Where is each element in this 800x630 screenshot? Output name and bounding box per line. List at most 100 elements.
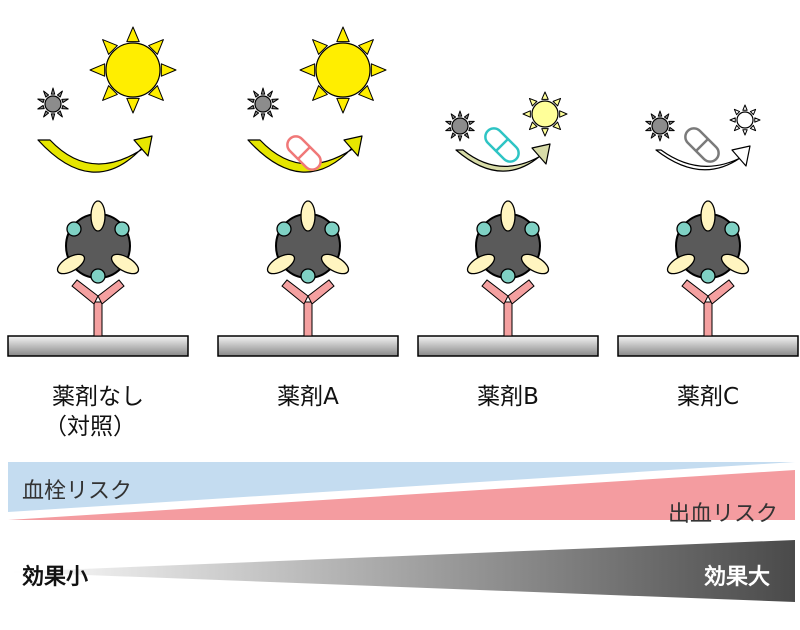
sun-ray	[56, 90, 63, 98]
big-sun-icon	[89, 26, 177, 114]
bleeding-risk-bar	[8, 470, 795, 520]
sun-ray	[742, 104, 748, 111]
sun-ray	[312, 85, 328, 101]
sun-ray	[663, 132, 670, 139]
sun-ray	[733, 124, 741, 132]
sun-ray	[657, 110, 663, 117]
sun-ray	[50, 87, 56, 95]
receptor-arm-left	[281, 279, 309, 305]
panel-b: 薬剤B	[417, 91, 599, 410]
platelet-cell	[56, 200, 140, 284]
panel-label: 薬剤A	[277, 384, 339, 410]
platelet-cell	[266, 200, 350, 284]
sun-ray	[522, 110, 531, 118]
platelet-cell	[666, 200, 750, 284]
sun-ray	[89, 63, 106, 77]
receptor	[71, 279, 125, 337]
receptor-stem	[93, 301, 103, 337]
receptor	[281, 279, 335, 337]
panel-none: 薬剤なし（対照）	[7, 26, 189, 440]
sun-ray	[336, 97, 350, 114]
sun-ray	[754, 117, 761, 123]
sun-ray	[650, 113, 657, 120]
receptor-stem	[303, 301, 313, 337]
receptor-arm-left	[71, 279, 99, 305]
sun-ray	[299, 63, 316, 77]
sun-ray	[160, 63, 177, 77]
sun-ray	[645, 120, 652, 126]
sun-ray	[463, 132, 470, 139]
sun-ray	[37, 104, 45, 110]
cell-bead	[114, 221, 130, 237]
receptor-arm-left	[481, 279, 509, 305]
receptor-arm-right	[707, 279, 735, 305]
sun-ray	[668, 120, 675, 126]
sun-ray	[253, 110, 260, 118]
sun-ray	[61, 104, 69, 110]
cell-bead	[500, 268, 516, 284]
cell-membrane	[217, 335, 399, 357]
sun-core	[44, 95, 62, 113]
pill-icon	[684, 127, 720, 163]
sun-ray	[749, 108, 757, 116]
sun-ray	[457, 110, 463, 117]
sun-core	[531, 100, 559, 128]
sun-ray	[463, 113, 470, 120]
sun-ray	[43, 90, 50, 98]
cell-granule	[266, 253, 296, 275]
sun-ray	[271, 104, 279, 110]
sun-ray	[102, 39, 118, 55]
sun-ray	[56, 110, 63, 118]
big-sun-icon	[729, 104, 761, 136]
receptor-stem	[703, 301, 713, 337]
activation-arrow	[37, 135, 153, 173]
sun-ray	[733, 108, 741, 116]
sun-ray	[450, 113, 457, 120]
sun-ray	[148, 85, 164, 101]
platelet-cell	[466, 200, 550, 284]
effect-small-label: 効果小	[22, 564, 88, 590]
sun-ray	[468, 120, 475, 126]
sun-ray	[260, 87, 266, 95]
risk-bars: 血栓リスク 出血リスク	[8, 462, 795, 527]
sun-ray	[559, 110, 568, 118]
cell-granule	[110, 253, 140, 275]
thrombosis-risk-bar	[8, 462, 795, 512]
panel-label: 薬剤C	[677, 384, 739, 410]
small-star-icon	[37, 87, 69, 121]
sun-ray	[61, 98, 69, 104]
activation-arrow	[655, 145, 751, 171]
receptor-arm-left	[681, 279, 709, 305]
sun-ray	[271, 98, 279, 104]
arrowhead	[731, 145, 751, 167]
arrow-shaft	[37, 139, 150, 173]
sun-ray	[358, 39, 374, 55]
cell-bead	[90, 268, 106, 284]
sun-ray	[457, 135, 463, 142]
sun-core	[451, 117, 469, 135]
cell-membrane	[7, 335, 189, 357]
cell-membrane	[617, 335, 799, 357]
cell-bead	[324, 221, 340, 237]
sun-ray	[247, 104, 255, 110]
pill-divider	[495, 138, 509, 152]
sun-ray	[528, 121, 538, 131]
cell-bead	[300, 268, 316, 284]
sun-ray	[43, 110, 50, 118]
arrowhead	[133, 135, 153, 157]
small-star-icon	[247, 87, 279, 121]
sun-ray	[645, 126, 652, 132]
sun-ray	[468, 126, 475, 132]
sun-ray	[663, 113, 670, 120]
panel-label: 薬剤B	[477, 384, 539, 410]
effect-gradient-wedge	[8, 540, 795, 602]
sun-core	[651, 117, 669, 135]
panel-a: 薬剤A	[217, 26, 399, 410]
sun-core	[736, 111, 754, 129]
cell-granule	[500, 200, 516, 232]
sun-ray	[552, 121, 562, 131]
receptor	[481, 279, 535, 337]
activation-arrow	[247, 135, 363, 173]
cell-granule	[300, 200, 316, 232]
